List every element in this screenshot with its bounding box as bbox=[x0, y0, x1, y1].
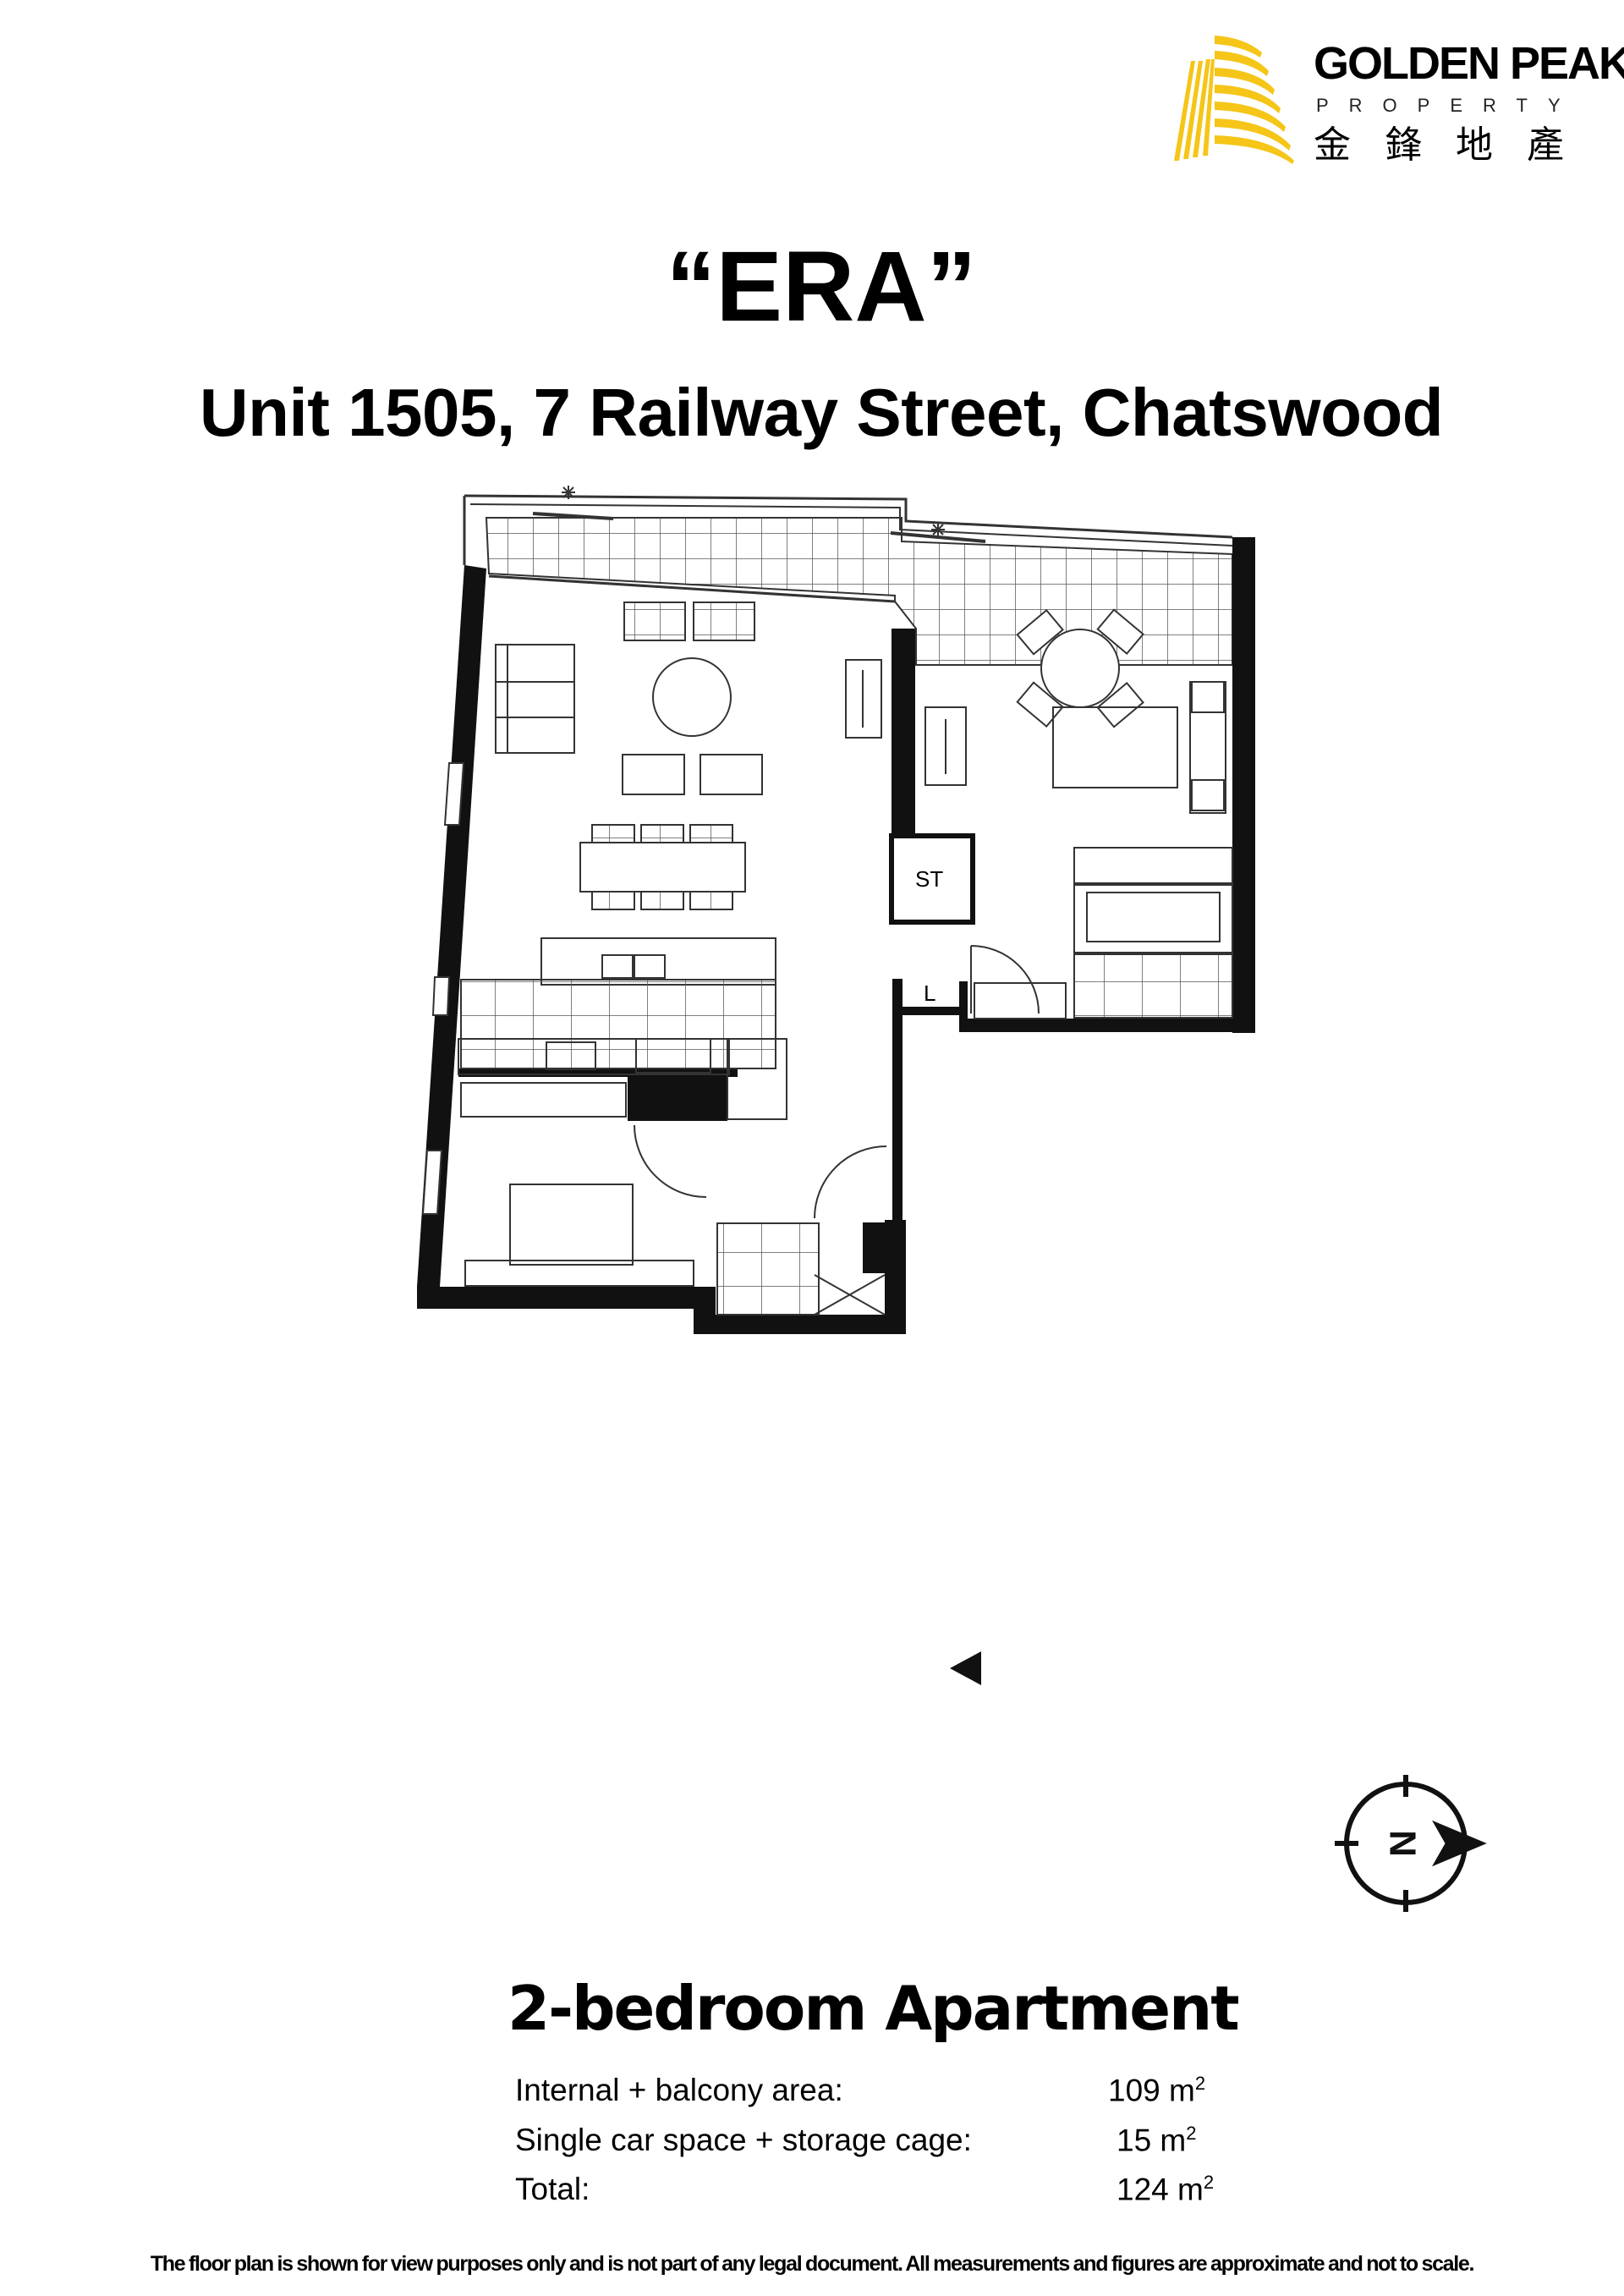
windows bbox=[421, 762, 465, 1215]
outdoor-table-icon bbox=[1016, 608, 1144, 728]
apartment-type: 2-bedroom Apartment bbox=[508, 1973, 1240, 2044]
balcony-light-icon bbox=[562, 486, 575, 499]
furniture bbox=[458, 601, 1233, 1316]
storage-box: ST bbox=[889, 833, 975, 925]
disclaimer: The floor plan is shown for view purpose… bbox=[150, 2252, 1475, 2276]
compass-north-label: N bbox=[1382, 1830, 1424, 1857]
unit-address: Unit 1505, 7 Railway Street, Chatswood bbox=[199, 375, 1444, 450]
area-value: 15 m2 bbox=[1116, 2123, 1197, 2158]
logo-chinese-name: 金鋒地產 bbox=[1314, 124, 1598, 166]
entry-arrow-icon bbox=[950, 1651, 981, 1685]
storage-label: ST bbox=[915, 866, 943, 892]
area-value: 124 m2 bbox=[1116, 2172, 1215, 2207]
balcony-light-icon bbox=[931, 523, 945, 536]
balcony bbox=[463, 486, 1233, 728]
area-value: 109 m2 bbox=[1108, 2073, 1206, 2108]
logo-name: GOLDEN PEAK bbox=[1314, 38, 1624, 89]
page-title: “ERA” bbox=[666, 231, 977, 343]
linen-box: L bbox=[924, 980, 935, 1006]
area-label: Internal + balcony area: bbox=[515, 2073, 843, 2107]
compass-icon: N bbox=[1335, 1775, 1487, 1912]
area-label: Total: bbox=[515, 2172, 590, 2206]
walls bbox=[417, 537, 1255, 1334]
logo-subtitle: PROPERTY bbox=[1316, 95, 1581, 116]
area-label: Single car space + storage cage: bbox=[515, 2123, 972, 2157]
logo-building-icon bbox=[1174, 36, 1294, 164]
linen-label: L bbox=[924, 980, 935, 1006]
